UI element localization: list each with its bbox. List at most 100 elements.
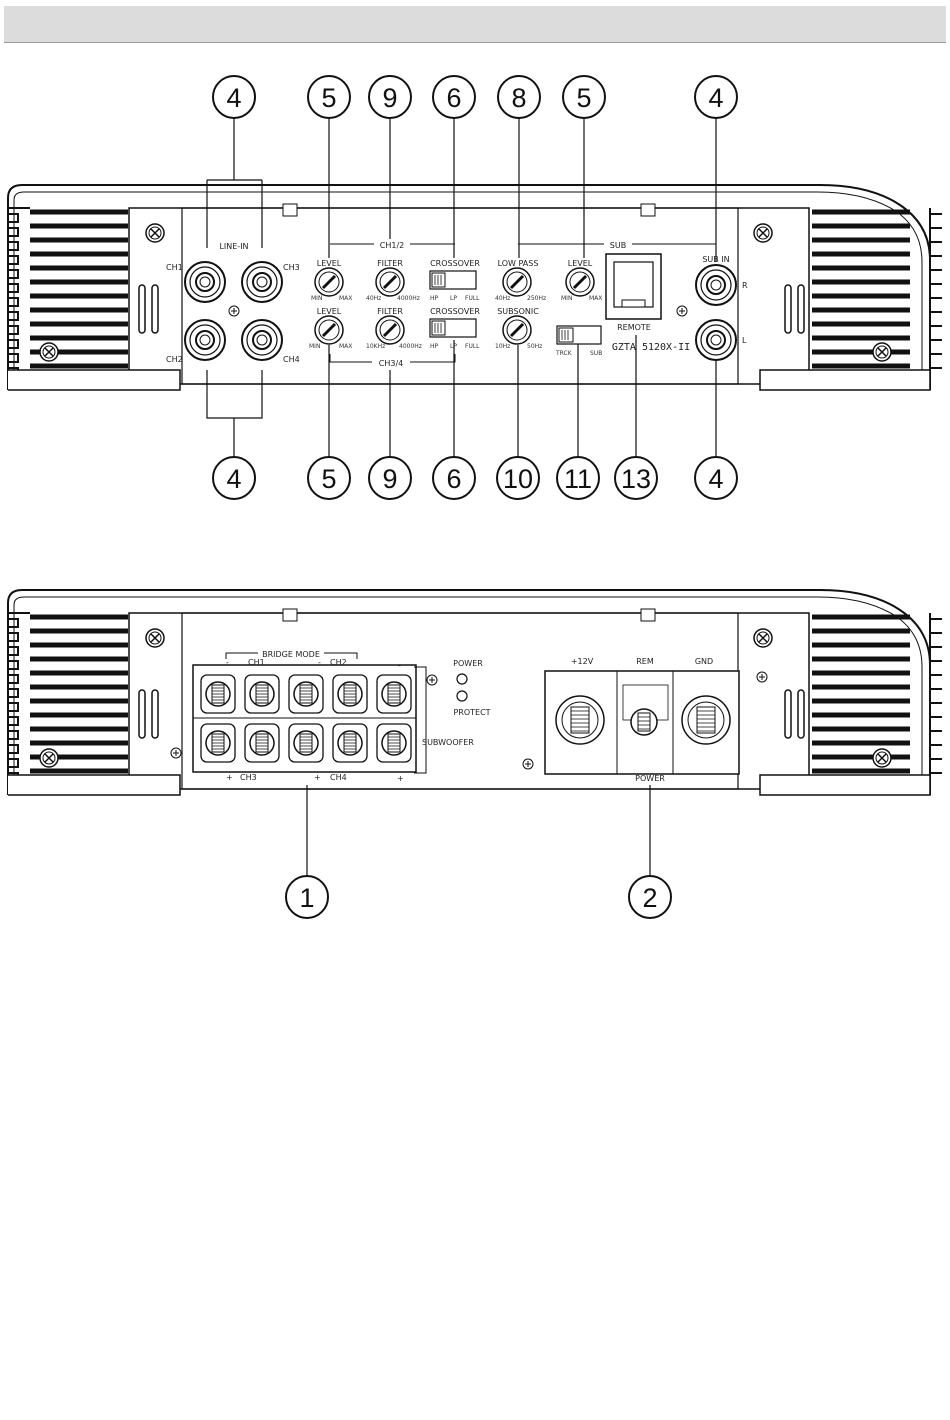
rca-ch3-jack-icon	[241, 261, 283, 303]
max-label: MAX	[339, 295, 352, 302]
callout-1: 1	[299, 883, 314, 913]
output-panel: BRIDGE MODE - CH1 - CH2 - SUBWOOFER + + …	[8, 589, 942, 796]
plus-ch3: +	[226, 773, 233, 782]
svg-text:5: 5	[321, 83, 336, 113]
rca-ch2-jack-icon	[184, 319, 226, 361]
callout-2: 2	[642, 883, 657, 913]
ch3-label: CH3	[283, 263, 300, 272]
subsonic-knob-icon	[501, 314, 533, 346]
freq-4000hz-label: 4000Hz	[397, 295, 420, 302]
top-callouts: 4 5 9 6 8 5 4	[206, 75, 738, 262]
ch4-label: CH4	[283, 355, 300, 364]
max-label: MAX	[589, 295, 602, 302]
subsonic-label: SUBSONIC	[497, 307, 539, 316]
freq-40hz-label: 40Hz	[366, 295, 381, 302]
callout-9-top: 9	[368, 75, 412, 240]
max-label: MAX	[339, 343, 352, 350]
protect-led-icon	[456, 690, 468, 702]
rem-label: REM	[636, 657, 654, 666]
input-panel: LINE-IN CH1 CH3 CH2 CH4 CH1/2 LEVEL MIN …	[8, 184, 942, 391]
sub-in-l-jack-icon	[695, 319, 737, 361]
svg-text:4: 4	[226, 83, 241, 113]
svg-text:5: 5	[576, 83, 591, 113]
freq-4000hz-label: 4000Hz	[399, 343, 422, 350]
screw-icon	[872, 342, 892, 362]
filter-knob-ch34-icon	[374, 314, 406, 346]
bridge-mode-label: BRIDGE MODE	[262, 650, 320, 659]
minus-ch2: -	[318, 658, 321, 667]
level-knob-ch12-icon	[313, 266, 345, 298]
callout-8-top: 8	[497, 75, 541, 258]
minus-ch1: -	[226, 658, 229, 667]
screw-icon	[753, 223, 773, 243]
callout-5-top-right: 5	[562, 75, 606, 258]
level-label-ch12: LEVEL	[317, 259, 342, 268]
freq-50hz-label: 50Hz	[527, 343, 542, 350]
protect-led-label: PROTECT	[453, 708, 490, 717]
subwoofer-label: SUBWOOFER	[422, 738, 474, 747]
screw-icon	[522, 758, 534, 770]
r-label: R	[742, 281, 748, 290]
track-sub-switch-icon	[556, 325, 602, 345]
callout-5-middle: 5	[321, 464, 336, 494]
screw-icon	[39, 342, 59, 362]
l-label: L	[742, 336, 747, 345]
ch2-label: CH2	[166, 355, 183, 364]
min-label: MIN	[311, 295, 322, 302]
speaker-terminal-icon	[376, 674, 412, 714]
filter-label-ch12: FILTER	[377, 259, 403, 268]
screw-icon	[872, 748, 892, 768]
header-bar	[4, 6, 946, 43]
power-led-icon	[456, 673, 468, 685]
ch1-out-label: CH1	[248, 658, 265, 667]
screw-icon	[753, 628, 773, 648]
min-label: MIN	[309, 343, 320, 350]
freq-10khz-label: 10KHz	[366, 343, 385, 350]
svg-text:4: 4	[708, 83, 723, 113]
callout-6-top: 6	[432, 75, 476, 258]
plus-ch4: +	[314, 773, 321, 782]
speaker-terminal-block	[192, 664, 417, 773]
full-label: FULL	[465, 343, 480, 350]
screw-icon	[756, 671, 768, 683]
plus12v-terminal-icon	[555, 695, 605, 745]
remote-label: REMOTE	[617, 323, 651, 332]
svg-text:9: 9	[382, 83, 397, 113]
ch1-label: CH1	[166, 263, 183, 272]
callout-4-middle-right: 4	[708, 464, 723, 494]
screw-icon	[228, 305, 240, 317]
sub-level-knob-icon	[564, 266, 596, 298]
speaker-terminal-icon	[244, 674, 280, 714]
callout-6-middle: 6	[446, 464, 461, 494]
filter-knob-ch12-icon	[374, 266, 406, 298]
rca-ch4-jack-icon	[241, 319, 283, 361]
plus12v-label: +12V	[571, 657, 594, 666]
ch4-out-label: CH4	[330, 773, 347, 782]
middle-callouts: 4 5 9 6 10 11 13 4	[206, 335, 738, 500]
ch12-group-label: CH1/2	[380, 241, 404, 250]
callout-4-top-right: 4	[694, 75, 738, 262]
bottom-callouts: 1 2	[285, 785, 672, 919]
callout-11-middle: 11	[564, 464, 592, 494]
callout-9-middle: 9	[382, 464, 397, 494]
power-label: POWER	[635, 774, 665, 783]
crossover-switch-ch12-icon	[429, 270, 477, 290]
ch2-out-label: CH2	[330, 658, 347, 667]
model-label: GZTA 5120X-II	[612, 342, 690, 353]
rca-ch1-jack-icon	[184, 261, 226, 303]
rem-terminal-icon	[630, 708, 658, 736]
sub-level-label: LEVEL	[568, 259, 593, 268]
speaker-terminal-icon	[200, 674, 236, 714]
freq-40hz-label: 40Hz	[495, 295, 510, 302]
full-label: FULL	[465, 295, 480, 302]
sub-group-label: SUB	[610, 241, 626, 250]
callout-5-top-left: 5	[307, 75, 351, 258]
crossover-label-ch12: CROSSOVER	[430, 259, 480, 268]
hp-label: HP	[430, 295, 439, 302]
ch3-out-label: CH3	[240, 773, 257, 782]
freq-250hz-label: 250Hz	[527, 295, 546, 302]
ch34-group-label: CH3/4	[379, 359, 403, 368]
screw-icon	[170, 747, 182, 759]
crossover-label-ch34: CROSSOVER	[430, 307, 480, 316]
sub-minus-label: -	[398, 661, 401, 670]
